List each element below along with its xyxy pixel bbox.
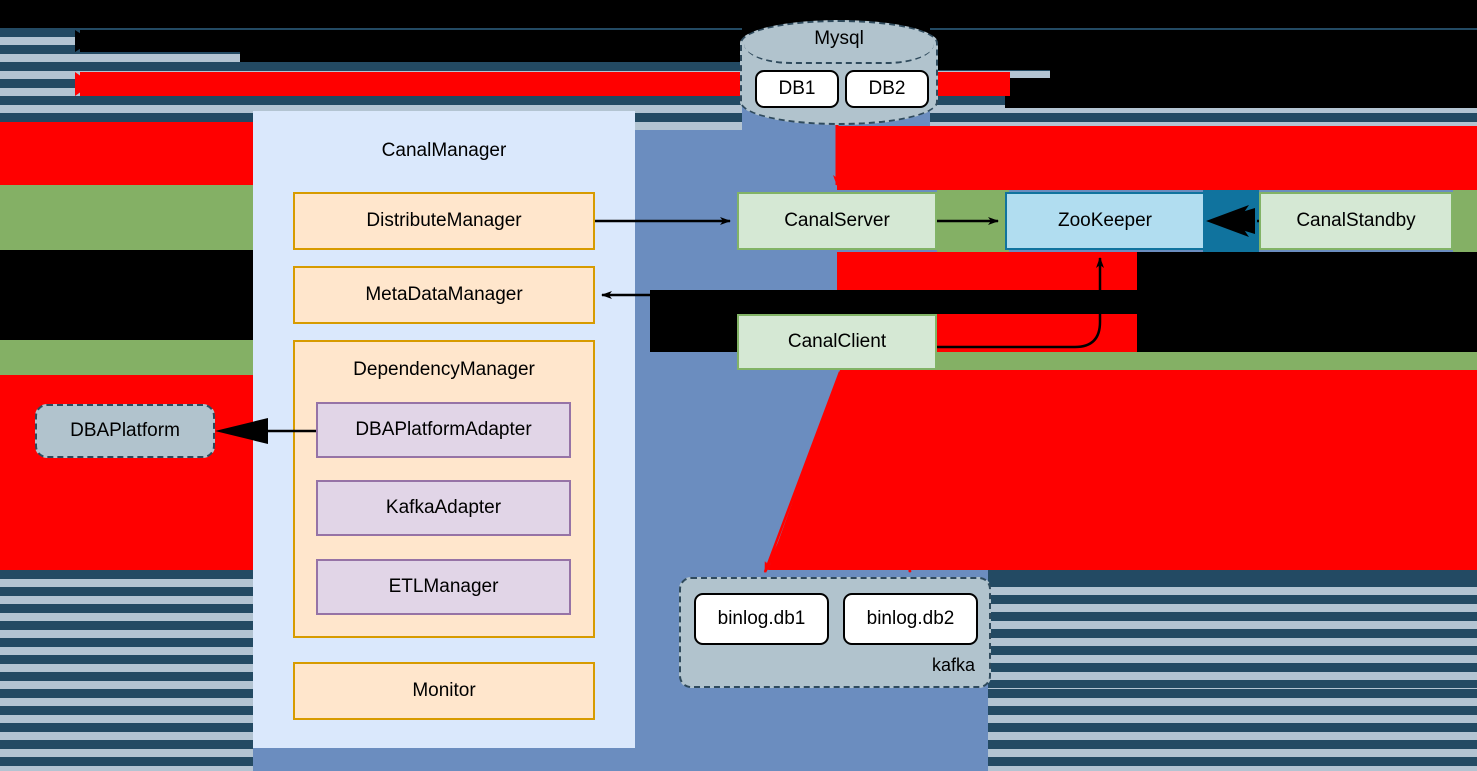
binlog-db1-node[interactable]: binlog.db1 [694, 593, 829, 645]
mysql-cylinder-lid [744, 24, 934, 64]
zookeeper-node[interactable]: ZooKeeper [1005, 192, 1205, 250]
canal-server-node[interactable]: CanalServer [737, 192, 937, 250]
edge-canalclient-to-metadatamanager [601, 291, 737, 349]
binlog-db2-node[interactable]: binlog.db2 [843, 593, 978, 645]
edge-arrowhead-binlogdb2 [903, 499, 914, 573]
edge-arrowhead-standby-to-zookeeper-tail [1206, 205, 1249, 237]
distribute-manager-node[interactable]: DistributeManager [293, 192, 595, 250]
edge-canalclient-to-zookeeper [937, 257, 1104, 349]
kafka-adapter-node[interactable]: KafkaAdapter [316, 480, 571, 536]
canal-manager-title: CanalManager [381, 140, 507, 161]
etl-manager-node[interactable]: ETLManager [316, 559, 571, 615]
dba-platform-node[interactable]: DBAPlatform [35, 404, 215, 458]
kafka-label: kafka [931, 655, 975, 675]
edge-arrowhead-binlogdb1 [763, 499, 802, 573]
db1-node[interactable]: DB1 [755, 70, 839, 108]
edge-arrowhead-to-dbaplatform [215, 418, 268, 444]
canal-client-node[interactable]: CanalClient [737, 314, 937, 370]
dba-platform-adapter-node[interactable]: DBAPlatformAdapter [316, 402, 571, 458]
metadata-manager-node[interactable]: MetaDataManager [293, 266, 595, 324]
canal-standby-node[interactable]: CanalStandby [1259, 192, 1453, 250]
mysql-label: Mysql [814, 28, 864, 49]
artifact-red-polygon-2 [837, 126, 1477, 190]
dependency-manager-title: DependencyManager [353, 359, 535, 380]
db2-node[interactable]: DB2 [845, 70, 929, 108]
artifact-red-polygon [768, 370, 1477, 570]
monitor-node[interactable]: Monitor [293, 662, 595, 720]
